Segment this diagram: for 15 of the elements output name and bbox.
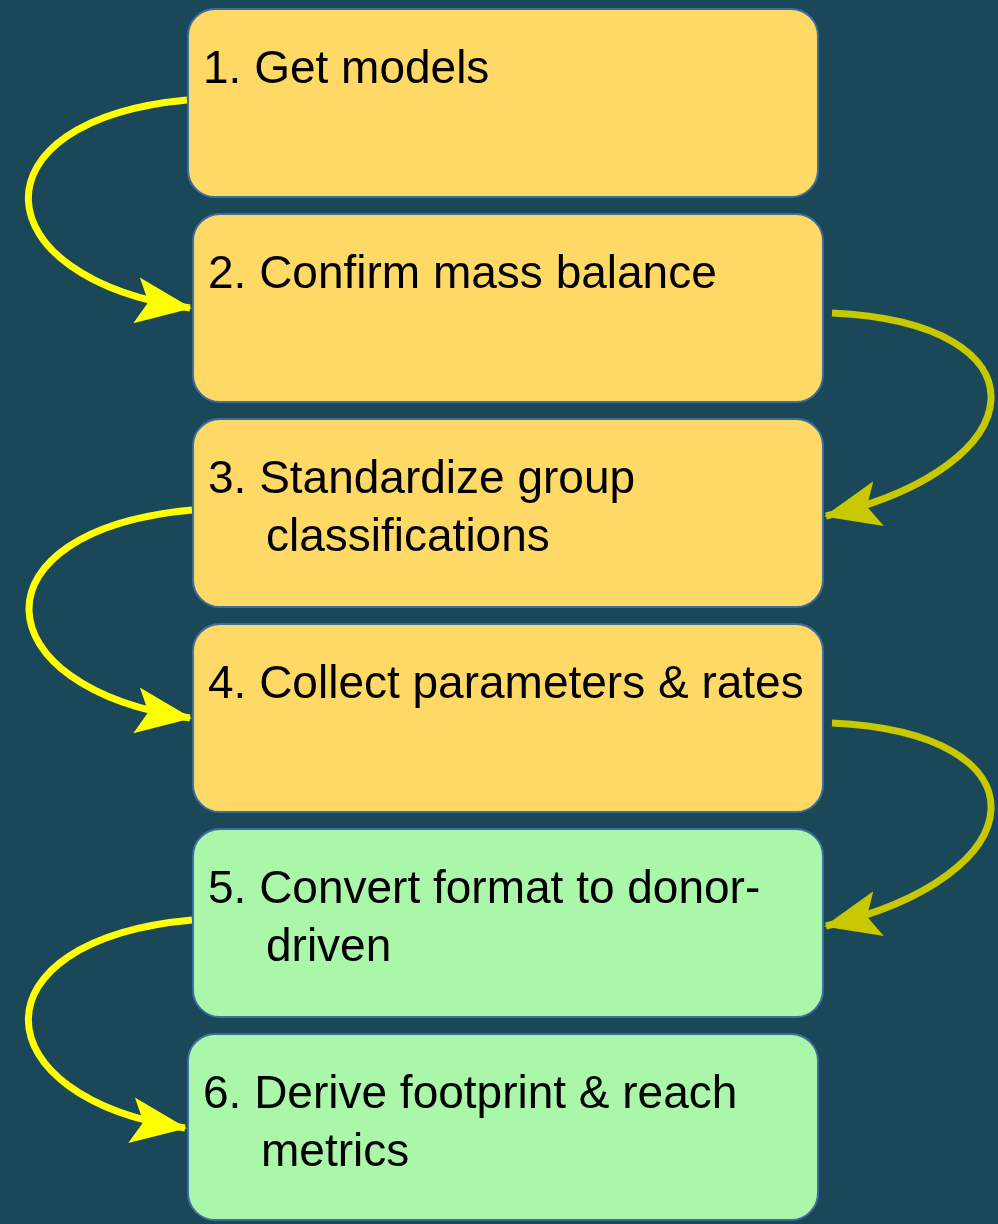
step-box bbox=[192, 828, 824, 1018]
step-text: 5. Convert format to donor-driven bbox=[208, 860, 762, 973]
step-box bbox=[187, 8, 819, 198]
step-box bbox=[187, 1033, 819, 1221]
step-text: 4. Collect parameters & rates bbox=[208, 655, 805, 710]
step-text: 2. Confirm mass balance bbox=[208, 245, 718, 300]
step-box bbox=[192, 418, 824, 608]
step-text: 3. Standardize group classifications bbox=[208, 450, 637, 563]
step-box bbox=[192, 213, 824, 403]
step-text: 6. Derive footprint & reach metrics bbox=[203, 1065, 739, 1178]
curved-arrow bbox=[25, 916, 193, 1140]
step-text: 1. Get models bbox=[203, 40, 491, 95]
curved-arrow bbox=[824, 309, 995, 523]
curved-arrow bbox=[824, 719, 995, 933]
step-box bbox=[192, 623, 824, 813]
